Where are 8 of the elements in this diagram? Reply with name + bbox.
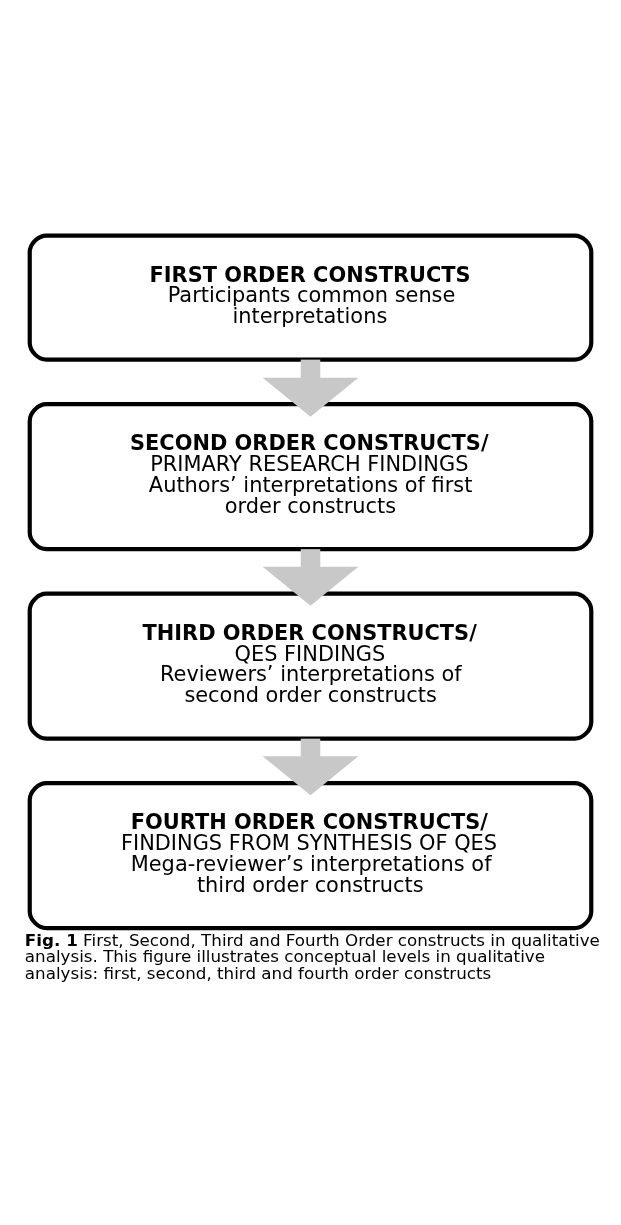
arrow — [262, 738, 359, 796]
node-box: FOURTH ORDER CONSTRUCTS/ FINDINGS FROM SYNTHESIS OF QES Mega-reviewer’s interpretations of third order constructs — [27, 781, 594, 931]
caption: Fig. 1 First, Second, Third and Fourth Order constructs in qualitative analysis. This figure illustrates conceptual levels in qualitative analysis: first, second, third and fourth order constructs — [24, 929, 600, 984]
node-box: THIRD ORDER CONSTRUCTS/ QES FINDINGS Reviewers’ interpretations of second order constructs — [27, 591, 594, 741]
node-box: SECOND ORDER CONSTRUCTS/ PRIMARY RESEARCH FINDINGS Authors’ interpretations of first order constructs — [27, 402, 594, 552]
arrow — [262, 549, 359, 606]
node-box: FIRST ORDER CONSTRUCTS Participants common sense interpretations — [27, 233, 594, 362]
arrow — [262, 359, 359, 417]
